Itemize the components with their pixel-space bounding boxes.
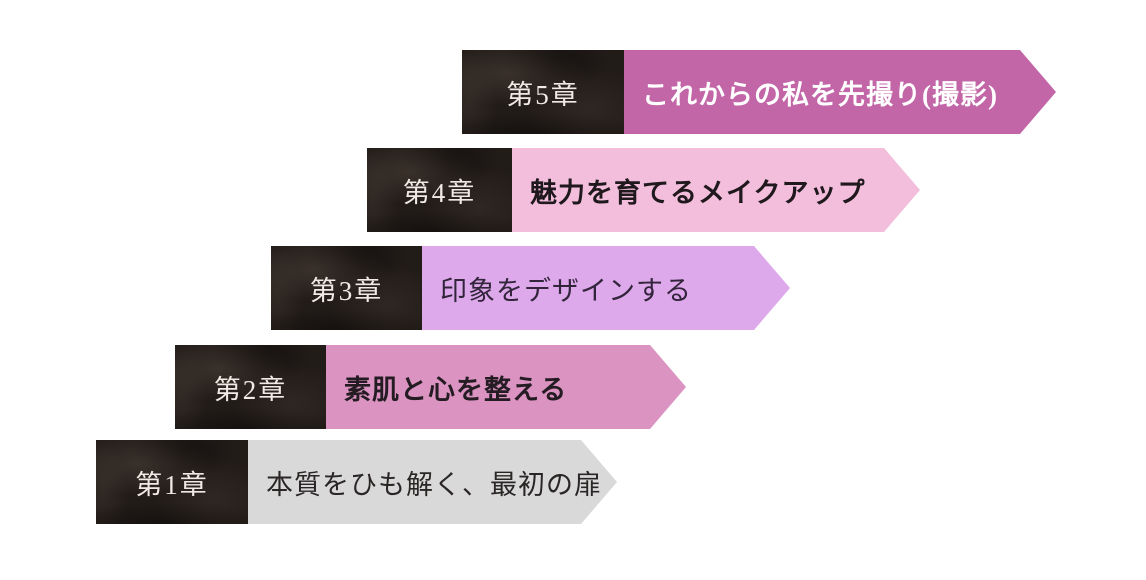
chapter-row-3: 第3章 印象をデザインする [271,246,790,330]
chapter-arrow: 印象をデザインする [422,246,790,330]
chapter-row-1: 第1章 本質をひも解く、最初の扉 [96,440,617,524]
chapter-arrow: 素肌と心を整える [326,345,686,429]
chapter-title: 魅力を育てるメイクアップ [530,177,866,208]
chapter-arrow: これからの私を先撮り(撮影) [624,50,1056,134]
chapter-label: 第3章 [309,275,384,306]
chapter-label-box: 第4章 [367,148,512,232]
chapter-row-2: 第2章 素肌と心を整える [175,345,686,429]
chapter-label-box: 第2章 [175,345,326,429]
chapter-title: これからの私を先撮り(撮影) [642,79,998,110]
chapter-label-box: 第3章 [271,246,422,330]
chapter-row-5: 第5章 これからの私を先撮り(撮影) [462,50,1056,134]
chapter-label: 第1章 [135,469,209,500]
chapter-label-box: 第5章 [462,50,624,134]
chapter-label-box: 第1章 [96,440,248,524]
chapter-title: 素肌と心を整える [344,374,568,405]
chapter-title: 印象をデザインする [440,275,692,306]
chapter-title: 本質をひも解く、最初の扉 [266,469,602,500]
chapter-arrow: 本質をひも解く、最初の扉 [248,440,617,524]
chapter-arrow: 魅力を育てるメイクアップ [512,148,920,232]
chapter-label: 第2章 [213,374,288,405]
chapter-label: 第5章 [506,79,580,110]
chapter-row-4: 第4章 魅力を育てるメイクアップ [367,148,920,232]
chapter-label: 第4章 [402,177,477,208]
